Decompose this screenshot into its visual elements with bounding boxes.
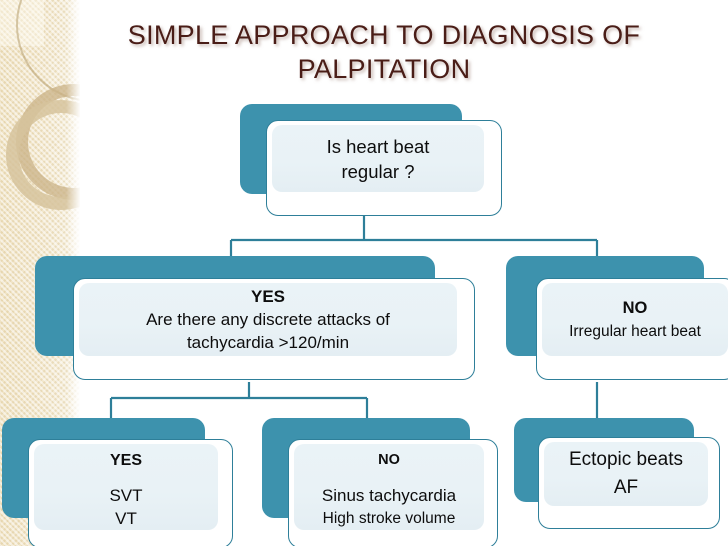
node-leaf-ectopic[interactable]: Ectopic beats AF: [514, 418, 728, 538]
node-branch-yes-line2: tachycardia >120/min: [186, 333, 350, 352]
node-leaf-ectopic-line2: AF: [613, 477, 639, 498]
node-leaf-yes-label: YES: [109, 452, 142, 469]
node-branch-yes-line1: Are there any discrete attacks of: [146, 310, 390, 329]
node-root-line1: Is heart beat: [326, 135, 430, 157]
node-branch-no-panel: NO Irregular heart beat: [542, 283, 728, 356]
node-leaf-yes-panel: YES SVT VT: [34, 444, 218, 530]
node-leaf-no-line2: High stroke volume: [322, 510, 456, 527]
node-leaf-yes[interactable]: YES SVT VT: [2, 418, 242, 546]
node-branch-no-label: NO: [622, 298, 648, 317]
node-leaf-yes-line1: SVT: [109, 486, 143, 505]
node-leaf-no[interactable]: NO Sinus tachycardia High stroke volume: [262, 418, 504, 546]
node-leaf-ectopic-panel: Ectopic beats AF: [544, 442, 708, 506]
node-root[interactable]: Is heart beat regular ?: [240, 104, 502, 216]
node-leaf-no-label: NO: [378, 452, 400, 468]
node-branch-yes-panel: YES Are there any discrete attacks of ta…: [79, 283, 457, 356]
node-branch-yes-label: YES: [250, 287, 286, 306]
node-leaf-no-panel: NO Sinus tachycardia High stroke volume: [294, 444, 484, 530]
node-leaf-no-line1: Sinus tachycardia: [321, 486, 457, 505]
node-root-line2: regular ?: [341, 160, 415, 182]
node-branch-yes[interactable]: YES Are there any discrete attacks of ta…: [35, 256, 475, 384]
node-branch-no[interactable]: NO Irregular heart beat: [506, 256, 728, 384]
node-branch-no-line1: Irregular heart beat: [569, 322, 701, 340]
node-leaf-ectopic-line1: Ectopic beats: [568, 449, 684, 470]
node-leaf-yes-line2: VT: [115, 509, 137, 528]
page-title: SIMPLE APPROACH TO DIAGNOSIS OF PALPITAT…: [127, 20, 641, 84]
node-root-panel: Is heart beat regular ?: [272, 125, 484, 192]
